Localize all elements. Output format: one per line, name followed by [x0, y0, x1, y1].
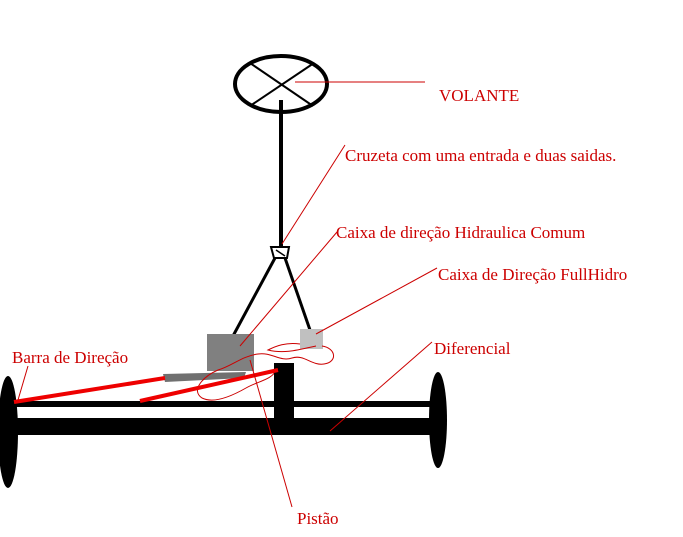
label-volante: VOLANTE: [439, 86, 519, 105]
leader-diferencial: [329, 341, 433, 432]
hydraulic-hose: [196, 345, 334, 401]
output-shaft-right: [283, 257, 312, 331]
wheel-left: [0, 376, 18, 488]
label-cruzeta: Cruzeta com uma entrada e duas saidas.: [345, 146, 616, 165]
piston-rod: [139, 368, 279, 403]
output-shaft-left: [231, 257, 277, 337]
label-caixa-comum: Caixa de direção Hidraulica Comum: [336, 223, 585, 242]
hydraulic-steering-box: [207, 334, 254, 371]
leader-caixa-comum: [239, 231, 338, 347]
cross-joint: [269, 246, 291, 259]
hydraulic-hose: [266, 343, 317, 353]
steering-arm: [163, 372, 246, 382]
label-diferencial: Diferencial: [434, 339, 511, 358]
label-barra: Barra de Direção: [12, 348, 128, 367]
leader-fullhidro: [315, 267, 438, 335]
label-caixa-fullhidro: Caixa de Direção FullHidro: [438, 265, 627, 284]
tie-rod-bar: [12, 401, 436, 407]
differential-block: [274, 363, 294, 435]
leader-barra: [17, 365, 29, 401]
fullhidro-steering-box: [300, 329, 323, 349]
steering-wheel-spoke: [249, 62, 315, 107]
leader-cruzeta: [281, 144, 346, 245]
steering-bar: [13, 376, 166, 404]
wheel-right: [429, 372, 447, 468]
axle: [12, 418, 436, 435]
leader-lines: [17, 81, 438, 508]
leader-pistao: [249, 359, 293, 508]
label-pistao: Pistão: [297, 509, 339, 528]
